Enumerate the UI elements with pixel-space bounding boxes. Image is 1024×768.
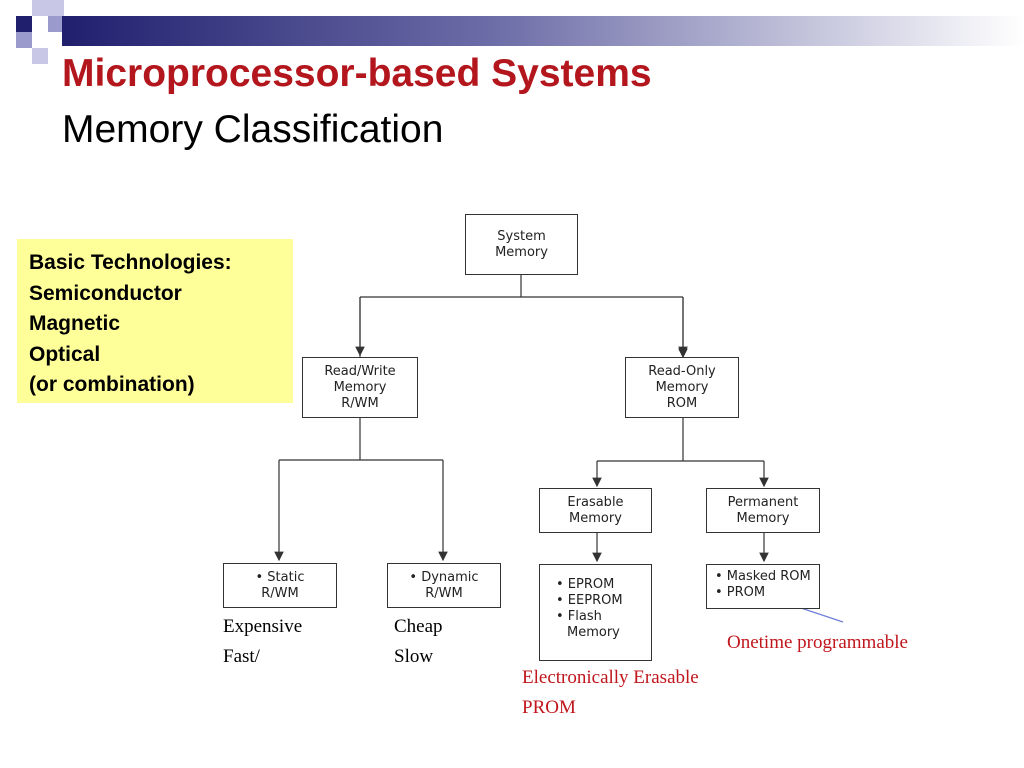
node-permanent-types: • Masked ROM • PROM	[706, 564, 820, 609]
note-line-3: Magnetic	[29, 312, 121, 335]
annotation-line: Slow	[394, 646, 434, 667]
list-item: • EPROM	[556, 577, 615, 592]
annotation-line: Electronically Erasable	[522, 667, 699, 688]
node-text: System	[497, 228, 546, 244]
note-line-5: (or combination)	[29, 373, 195, 396]
node-text: Memory	[569, 510, 622, 526]
node-text: R/WM	[425, 585, 463, 601]
node-text: R/WM	[261, 585, 299, 601]
node-text: Read-Only	[648, 363, 716, 379]
corner-square-3	[48, 16, 64, 32]
node-text: Permanent	[727, 494, 799, 510]
eeprom-annotation: Electronically Erasable PROM	[522, 663, 699, 723]
node-text: Memory	[655, 379, 709, 395]
node-text: Memory	[736, 510, 790, 526]
node-text: ROM	[666, 395, 698, 411]
list-item: • Flash	[556, 609, 602, 624]
annotation-line: Fast/	[223, 646, 260, 667]
node-text: R/WM	[341, 395, 379, 411]
annotation-line: Expensive	[223, 616, 303, 637]
annotation-line: Cheap	[394, 616, 443, 637]
annotation-line: PROM	[522, 697, 576, 718]
technologies-note: Basic Technologies: Semiconductor Magnet…	[17, 239, 293, 403]
node-text: • Static	[255, 569, 305, 585]
corner-square-4	[16, 32, 32, 48]
prom-annotation: Onetime programmable	[727, 632, 908, 653]
node-text: Erasable	[567, 494, 624, 510]
note-line-1: Basic Technologies:	[29, 251, 232, 274]
slide-title: Microprocessor-based Systems	[62, 52, 652, 95]
note-line-4: Optical	[29, 342, 101, 366]
node-text: • Dynamic	[409, 569, 479, 585]
corner-square-5	[32, 48, 48, 64]
corner-square-2	[32, 0, 48, 16]
list-item: • Masked ROM	[715, 569, 811, 584]
static-annotation: Expensive Fast/	[223, 612, 302, 672]
node-text: Read/Write	[324, 363, 396, 379]
header-gradient-bar	[62, 16, 1024, 46]
corner-square-6	[48, 0, 64, 16]
node-text: Memory	[333, 379, 387, 395]
dynamic-annotation: Cheap Slow	[394, 612, 443, 672]
note-line-2: Semiconductor	[29, 281, 182, 305]
list-item: • PROM	[715, 585, 766, 600]
list-item: • EEPROM	[556, 593, 623, 608]
slide-subtitle: Memory Classification	[62, 108, 444, 151]
node-text: Memory	[495, 244, 548, 260]
list-item: Memory	[567, 625, 620, 640]
corner-square-1	[16, 16, 32, 32]
node-erasable-types: • EPROM • EEPROM • Flash Memory	[539, 564, 652, 661]
